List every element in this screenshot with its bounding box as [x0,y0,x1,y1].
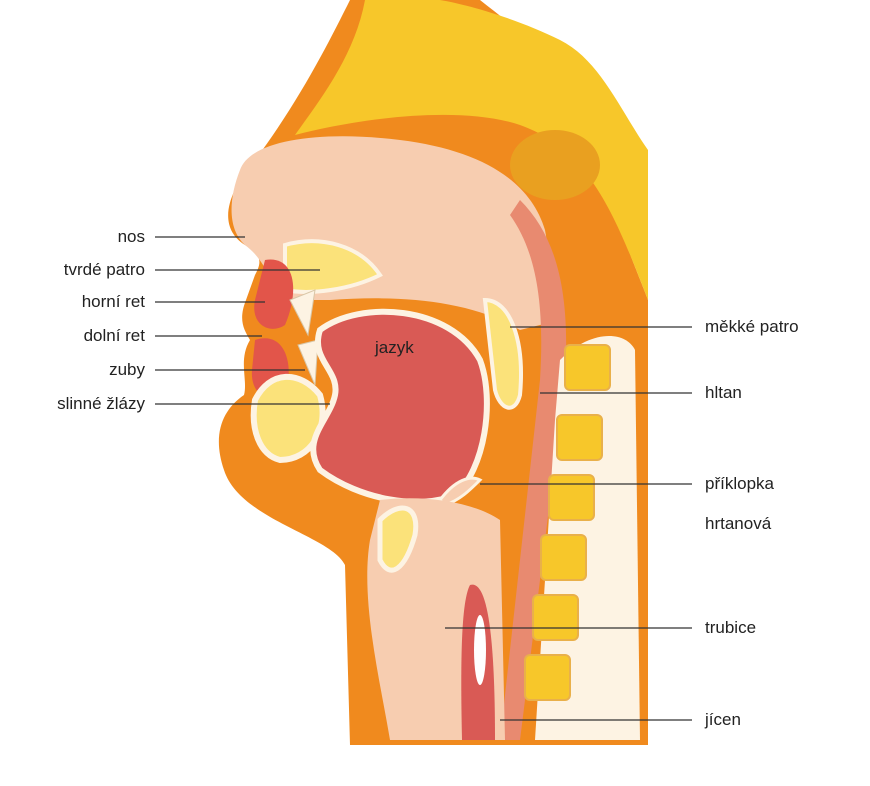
vertebra [524,654,571,701]
skull-bone [295,0,648,300]
epiglottis [438,476,483,507]
teeth-lower [297,339,319,386]
teeth-upper [289,289,316,337]
vertebrae [524,344,611,701]
upper-lip [254,259,294,329]
label-lower-lip: dolní ret [83,326,145,345]
label-pharynx: hltan [705,383,742,402]
label-esophagus: jícen [705,710,741,729]
vertebra [540,534,587,581]
pharynx-wall [500,200,567,740]
label-nos: nos [117,227,145,246]
sinus [510,130,600,200]
label-upper-lip: horní ret [81,292,145,311]
label-epiglottis-2: hrtanová [705,514,772,533]
label-epiglottis: příklopka [705,474,774,493]
vertebra [564,344,611,391]
trachea-lumen [474,615,486,685]
vertebra [532,594,579,641]
hyoid-bone [377,505,419,573]
label-tongue: jazyk [375,338,414,357]
label-salivary-glands: slinné žlázy [57,394,145,413]
label-soft-palate: měkké patro [705,317,799,336]
label-teeth: zuby [109,360,145,379]
vertebra [548,474,595,521]
label-trachea: trubice [705,618,757,637]
vertebra [556,414,603,461]
hard-palate [283,239,383,294]
label-hard-palate: tvrdé patro [63,260,145,279]
